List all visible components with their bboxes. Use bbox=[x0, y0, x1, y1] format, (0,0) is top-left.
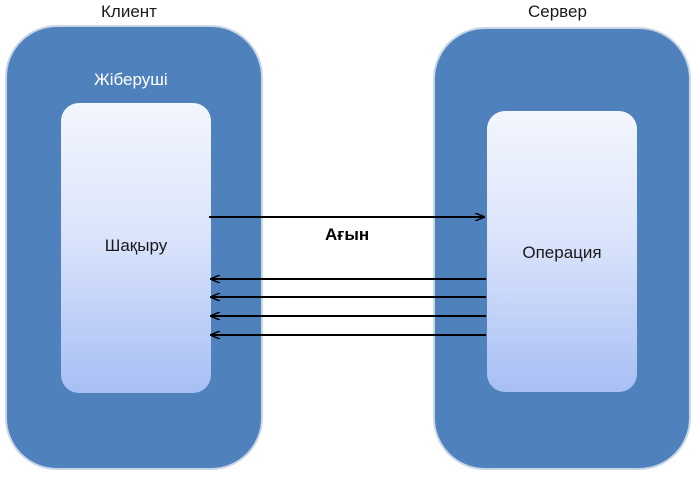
server-container: Операция bbox=[433, 27, 691, 470]
server-inner-box: Операция bbox=[487, 111, 637, 392]
client-title: Жіберуші bbox=[94, 70, 168, 89]
client-inner-label: Шақыру bbox=[104, 236, 168, 255]
client-inner-box: Шақыру bbox=[61, 103, 211, 393]
client-container: Жіберуші Шақыру bbox=[5, 25, 263, 470]
server-inner-label: Операция bbox=[522, 243, 602, 262]
flow-label: Ағын bbox=[325, 225, 370, 244]
server-label: Сервер bbox=[528, 2, 587, 21]
client-label: Клиент bbox=[101, 2, 157, 21]
